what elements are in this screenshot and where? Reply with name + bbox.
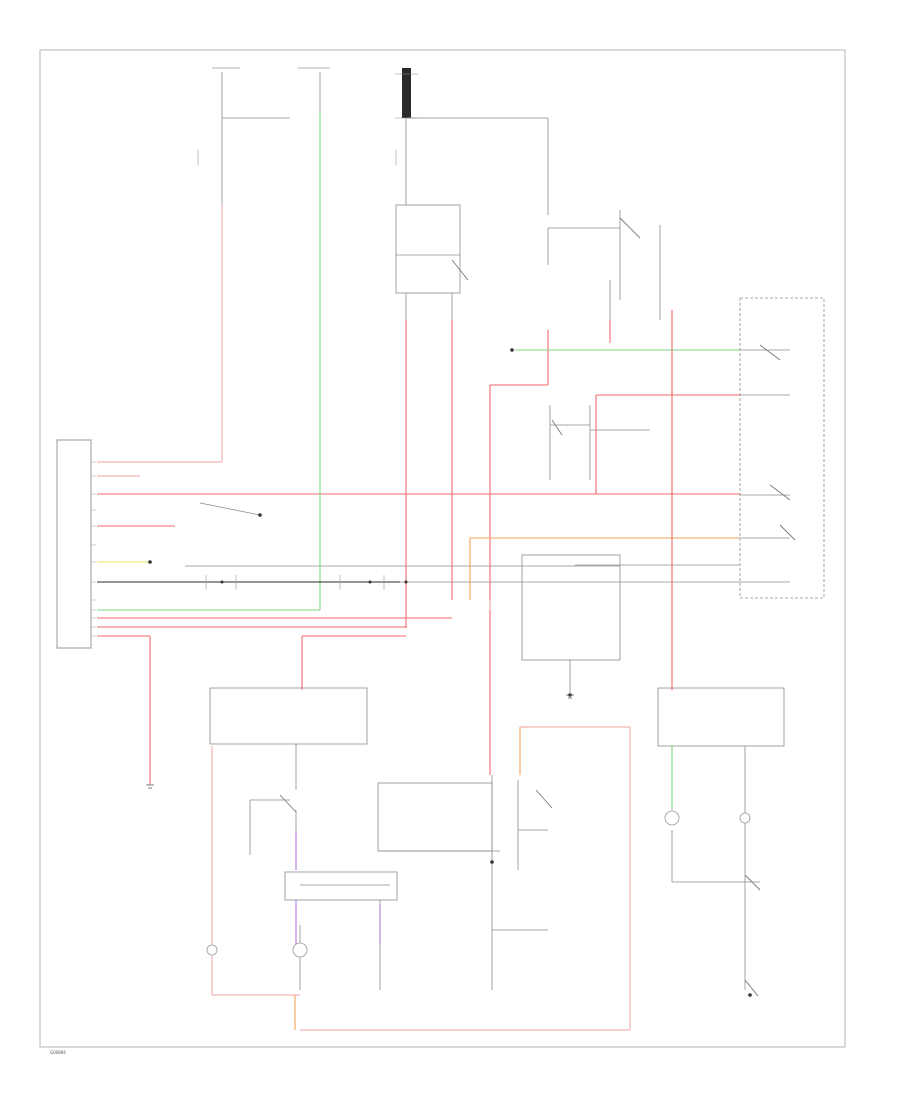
lamp-icon — [206, 810, 751, 958]
green-wires — [97, 110, 740, 810]
module-pins — [91, 461, 96, 637]
corner-id: G00894 — [50, 1050, 66, 1055]
ground-icon — [146, 694, 574, 789]
switch-icon — [258, 217, 796, 997]
red-wires — [97, 310, 740, 785]
wire-tick-marks — [197, 150, 397, 590]
orange-wires — [294, 537, 740, 1030]
gray-wires — [97, 72, 825, 990]
fuse-block-icon — [212, 67, 418, 119]
connector-icon — [148, 348, 752, 997]
diagram-frame — [39, 49, 846, 1048]
purple-wires — [295, 830, 381, 945]
control-module — [56, 439, 96, 649]
